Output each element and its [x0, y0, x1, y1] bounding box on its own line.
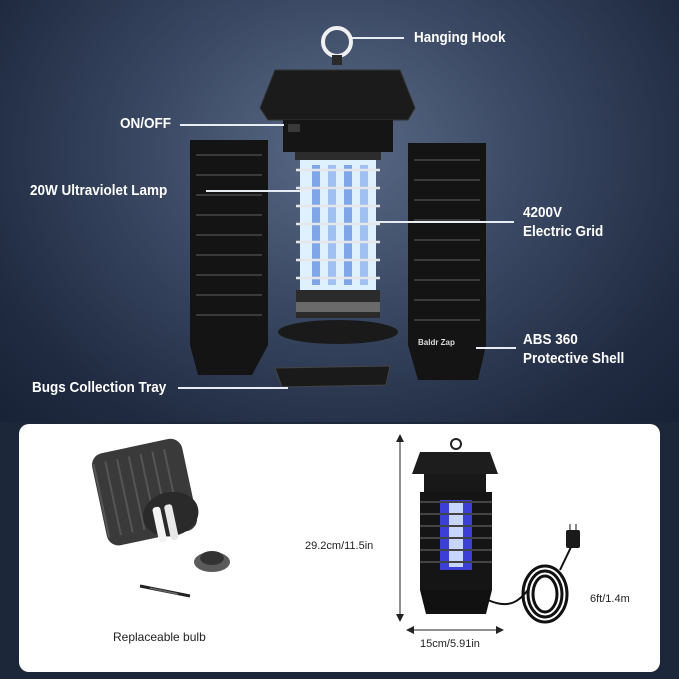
cord-length-label: 6ft/1.4m [590, 593, 630, 605]
collection-tray [274, 365, 391, 388]
height-dimension-label: 29.2cm/11.5in [305, 540, 374, 552]
right-shell [408, 143, 486, 380]
shell-leader [476, 347, 516, 349]
top-cap [259, 69, 416, 121]
left-shell [190, 140, 268, 375]
onoff-leader [180, 124, 284, 126]
lamp-leader [206, 190, 310, 192]
width-dimension-label: 15cm/5.91in [420, 638, 480, 650]
electric-grid [296, 168, 380, 280]
exploded-view-illustration [190, 26, 486, 388]
hook-leader [352, 37, 404, 39]
grid-leader [374, 221, 514, 223]
callout-hanging-hook: Hanging Hook [414, 29, 506, 46]
callout-protective-shell: ABS 360 Protective Shell [523, 331, 625, 367]
callout-on-off: ON/OFF [120, 115, 172, 132]
callout-uv-lamp: 20W Ultraviolet Lamp [30, 182, 168, 199]
brand-logo: Baldr Zap [418, 338, 455, 347]
callout-collection-tray: Bugs Collection Tray [32, 379, 167, 396]
replaceable-bulb-caption: Replaceable bulb [113, 630, 206, 644]
callout-electric-grid: 4200V Electric Grid [523, 204, 604, 240]
tray-leader [178, 387, 288, 389]
